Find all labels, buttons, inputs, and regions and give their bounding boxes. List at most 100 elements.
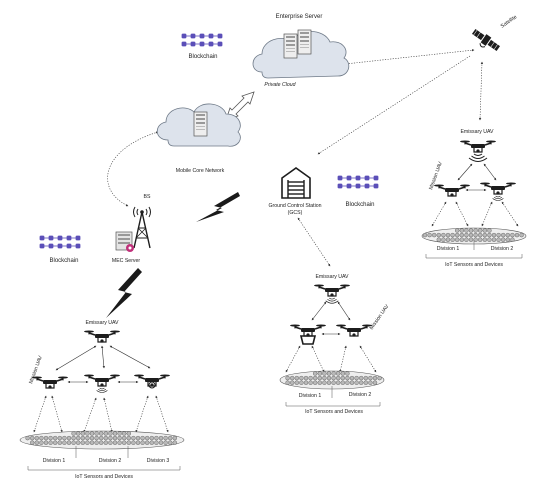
sensor-device (436, 232, 441, 238)
drone-icon (479, 181, 517, 196)
sensor-device (455, 232, 460, 238)
drone-icon (83, 373, 121, 388)
sensor-device (126, 440, 132, 445)
sensor-device (326, 375, 332, 381)
sensor-device (377, 375, 382, 381)
sensor-device (459, 232, 464, 238)
sensor-device (368, 380, 373, 385)
sensor-device (478, 228, 483, 233)
sensor-device (317, 380, 322, 385)
blockchain-icon (337, 175, 379, 189)
sensor-device (85, 440, 90, 445)
sensor-device (468, 232, 474, 238)
sensor-device (112, 431, 118, 436)
sensor-device (285, 375, 290, 381)
drone-icon (459, 139, 497, 154)
server-icon (193, 111, 208, 137)
sensor-device (303, 375, 309, 381)
signal-waves-icon (468, 153, 488, 162)
sensor-device (172, 440, 178, 445)
emissary-uav-right: Emissary UAV (459, 129, 497, 162)
sensor-device (167, 435, 173, 441)
sensor-device (126, 435, 132, 441)
sensor-field-middle (279, 370, 385, 390)
sensor-device (478, 237, 483, 242)
sensor-device (496, 237, 501, 242)
mission-uav-right-2 (479, 181, 517, 201)
sensor-device (75, 435, 81, 441)
sensor-device (112, 440, 118, 445)
server-icon (297, 29, 312, 55)
sensor-device (313, 380, 318, 385)
sensor-device (80, 435, 86, 441)
sensor-device (117, 440, 122, 445)
sensor-device (464, 232, 469, 238)
sensor-device (94, 435, 99, 441)
sensor-device (354, 375, 359, 381)
gcs-label-line2: (GCS) (288, 210, 303, 216)
sensor-device (117, 435, 122, 441)
mec-server-icon (115, 231, 134, 252)
sensor-device (354, 380, 359, 385)
sensor-device (464, 228, 469, 233)
sensor-field-right (421, 227, 527, 245)
blockchain-icon (181, 33, 223, 47)
sensor-device (144, 440, 150, 445)
sensor-device (285, 380, 290, 385)
emissary-uav-middle: Emissary UAV (313, 274, 351, 304)
sensor-device (85, 435, 90, 441)
sensor-device (80, 431, 86, 436)
drone-icon (31, 375, 69, 390)
sensor-device (71, 440, 76, 445)
sensor-device (66, 435, 72, 441)
sensor-device (340, 380, 345, 385)
enterprise-server-label: Enterprise Server (276, 14, 323, 20)
sensor-device (441, 237, 446, 242)
sensor-device (163, 440, 168, 445)
sensor-device (48, 440, 53, 445)
sensor-device (154, 435, 159, 441)
sensor-device (455, 228, 460, 233)
sensor-device (468, 228, 474, 233)
sensor-device (108, 431, 113, 436)
sensor-device (103, 431, 109, 436)
mobile-core-network-label: Mobile Core Network (176, 168, 225, 174)
blockchain-label-gcs: Blockchain (345, 202, 374, 208)
sensor-device (308, 380, 313, 385)
sensor-field-left (19, 430, 185, 450)
sensor-device (455, 237, 460, 242)
sensor-device (172, 435, 178, 441)
sensor-device (326, 380, 332, 385)
sensor-device (75, 440, 81, 445)
mission-uav-middle-1 (289, 323, 327, 345)
emissary-uav-label: Emissary UAV (315, 274, 349, 280)
sensor-device (450, 232, 455, 238)
sensor-device (39, 435, 44, 441)
drone-icon (133, 373, 171, 388)
sensor-device (131, 435, 136, 441)
sensor-device (158, 435, 164, 441)
iot-sensors-label: IoT Sensors and Devices (445, 262, 503, 268)
sensor-device (368, 375, 373, 381)
sensor-device (135, 440, 141, 445)
sensor-device (510, 232, 515, 238)
sensor-device (505, 232, 510, 238)
sensor-device (464, 237, 469, 242)
sensor-device (163, 435, 168, 441)
sensor-device (290, 375, 295, 381)
sensor-device (340, 371, 345, 376)
sensor-device (144, 435, 150, 441)
satellite-icon (471, 28, 501, 52)
sensor-device (108, 435, 113, 441)
sensor-device (303, 380, 309, 385)
sensor-device (57, 440, 62, 445)
sensor-device (331, 380, 336, 385)
sensor-device (345, 375, 350, 381)
sensor-device (445, 237, 451, 242)
emissary-uav-left: Emissary UAV (83, 320, 121, 344)
sensor-device (30, 440, 35, 445)
sensor-device (491, 237, 497, 242)
sensor-device (43, 440, 49, 445)
